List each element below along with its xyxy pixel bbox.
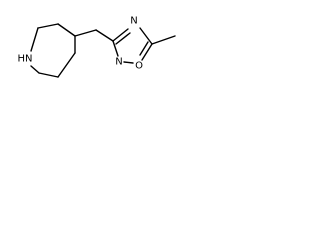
- atom-label-piperidine-nh: HN: [18, 54, 33, 65]
- atom-label-oxadiazole-o: O: [135, 61, 143, 72]
- piperidine-ring: [30, 23, 76, 78]
- bond-n-c6: [30, 65, 40, 74]
- bond-c5-o1-double: [139, 41, 149, 56]
- bond-c3-n4-double: [115, 32, 131, 45]
- oxadiazole-ring: [112, 27, 153, 64]
- molecule-structure-diagram: HN N N O: [18, 16, 176, 78]
- bond-o1-n2: [123, 61, 134, 64]
- bond-c3-c2: [37, 23, 59, 29]
- bond-c6-c5: [38, 72, 59, 78]
- bond-c4-ch2: [74, 29, 97, 37]
- atom-label-oxadiazole-n-top: N: [130, 16, 137, 27]
- methylene-linker: [74, 29, 114, 42]
- bond-c5-c4: [57, 52, 76, 78]
- bond-c4-c3: [57, 23, 76, 37]
- bond-n2-c3: [112, 40, 119, 57]
- atom-label-oxadiazole-n-bottom: N: [115, 57, 122, 68]
- bond-ch2-c3ox: [95, 29, 114, 42]
- bond-n4-c5: [139, 27, 153, 45]
- bond-c2-n: [30, 27, 39, 52]
- bond-c3-n4: [112, 28, 129, 42]
- bond-c5-methyl: [151, 35, 176, 45]
- bond-c5-o1: [141, 43, 153, 61]
